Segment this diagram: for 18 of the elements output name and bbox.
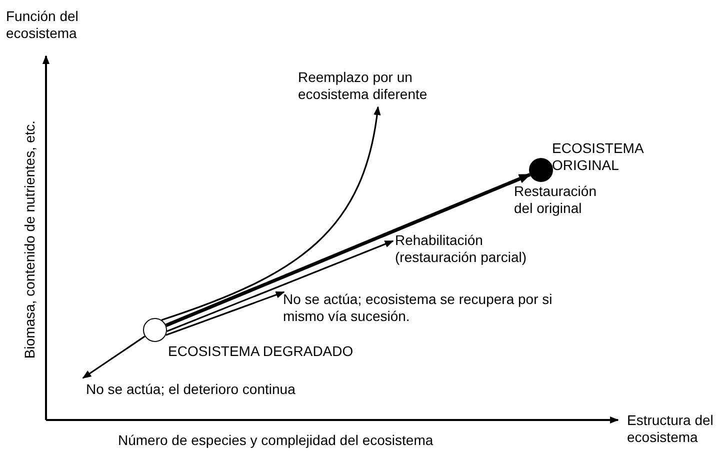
arrow bbox=[82, 336, 146, 379]
arrow bbox=[165, 172, 532, 328]
outcome-label: Rehabilitación (restauración parcial) bbox=[395, 232, 560, 266]
state-circle bbox=[143, 318, 167, 342]
state-label: ECOSISTEMA DEGRADADO bbox=[168, 343, 354, 360]
axis-title: Estructura del ecosistema bbox=[627, 412, 714, 446]
axis-title: Biomasa, contenido de nutrientes, etc. bbox=[22, 119, 38, 361]
arrow bbox=[166, 240, 394, 332]
arrow bbox=[166, 291, 285, 336]
arrow bbox=[161, 106, 380, 321]
axis-title: Número de especies y complejidad del ecosistema bbox=[118, 432, 434, 449]
outcome-label: Reemplazo por un ecosistema diferente bbox=[298, 69, 478, 103]
edge-label: Restauración del original bbox=[514, 183, 598, 217]
outcome-label: No se actúa; ecosistema se recupera por si mismo vía sucesión. bbox=[283, 291, 583, 325]
state-label: ECOSISTEMA ORIGINAL bbox=[552, 140, 645, 174]
outcome-label: No se actúa; el deterioro continua bbox=[86, 381, 366, 398]
axis-title: Función del ecosistema bbox=[6, 8, 80, 42]
state-circle bbox=[529, 158, 553, 182]
